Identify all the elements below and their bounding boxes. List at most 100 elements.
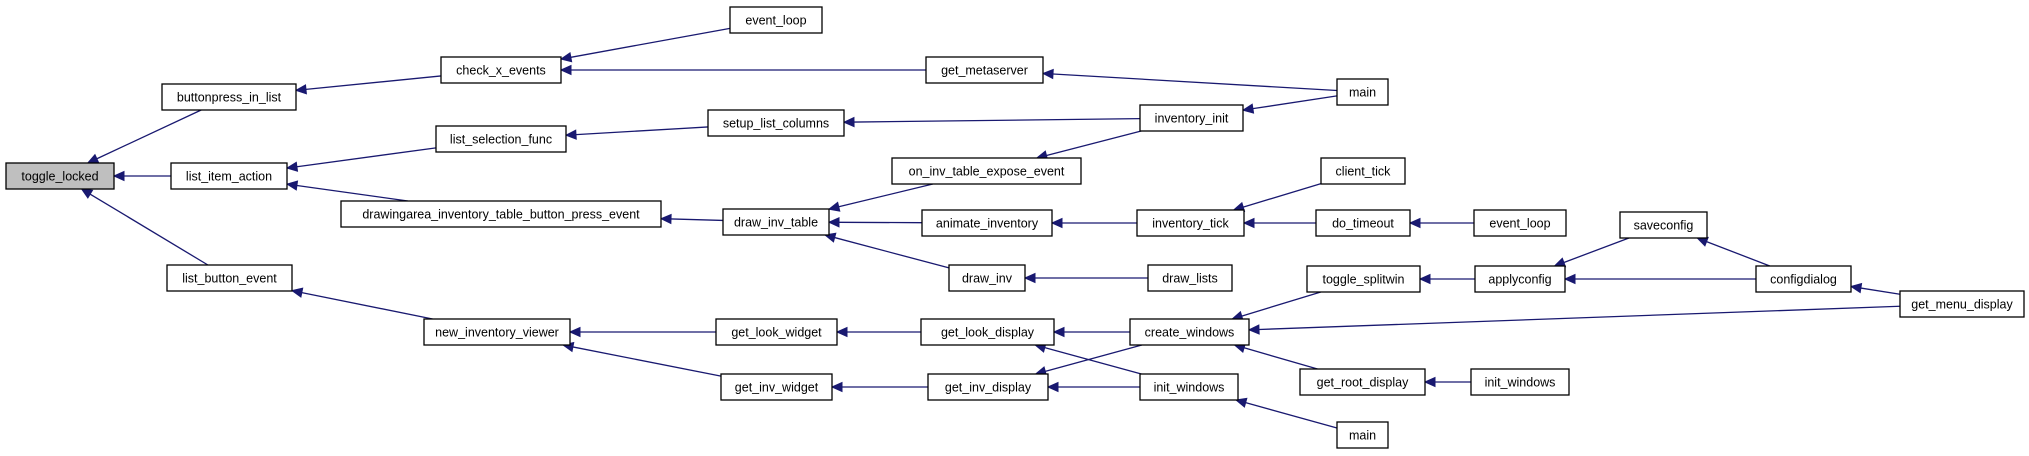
node-label: buttonpress_in_list [177, 91, 282, 105]
node-label: list_button_event [182, 272, 277, 286]
arrowhead-toggle_splitwin [1418, 273, 1431, 285]
node-box[interactable] [1619, 211, 1708, 239]
edge-draw_inv-to-draw_inv_table [834, 236, 950, 269]
node-box[interactable] [1336, 78, 1389, 106]
node-label: draw_lists [1162, 272, 1218, 286]
node-event_loop_2[interactable]: event_loop [1473, 209, 1567, 237]
node-box[interactable] [1139, 373, 1239, 401]
node-setup_list_columns[interactable]: setup_list_columns [707, 109, 845, 137]
node-draw_inv_table[interactable]: draw_inv_table [722, 208, 830, 236]
edge-buttonpress_in_list-to-toggle_locked [96, 109, 202, 160]
node-box[interactable] [440, 56, 562, 84]
node-label: get_inv_widget [735, 381, 819, 395]
node-box[interactable] [1299, 368, 1426, 396]
edge-toggle_splitwin-to-create_windows [1241, 291, 1322, 317]
node-box[interactable] [1306, 265, 1421, 293]
node-buttonpress_in_list[interactable]: buttonpress_in_list [161, 83, 297, 111]
node-box[interactable] [1473, 209, 1567, 237]
node-init_windows_2[interactable]: init_windows [1470, 368, 1570, 396]
arrowhead-get_look_widget [835, 326, 848, 338]
node-box[interactable] [948, 264, 1026, 292]
edge-drawingarea-to-list_item_action [296, 184, 409, 202]
node-create_windows[interactable]: create_windows [1129, 318, 1250, 346]
node-get_metaserver[interactable]: get_metaserver [925, 56, 1044, 84]
node-get_look_display[interactable]: get_look_display [920, 318, 1055, 346]
node-label: get_root_display [1317, 376, 1409, 390]
arrowhead-list_button_event [290, 287, 304, 298]
node-list_selection_func[interactable]: list_selection_func [435, 125, 567, 153]
node-box[interactable] [1470, 368, 1570, 396]
arrowhead-check_x_events [559, 52, 573, 63]
node-on_inv_table_expose_event[interactable]: on_inv_table_expose_event [891, 157, 1082, 185]
node-box[interactable] [921, 209, 1053, 237]
arrowhead-toggle_locked [112, 170, 125, 182]
node-box[interactable] [920, 318, 1055, 346]
edge-main_2-to-inventory_init [1252, 95, 1338, 110]
node-label: drawingarea_inventory_table_button_press… [362, 208, 640, 222]
node-box[interactable] [715, 318, 838, 346]
node-toggle_splitwin[interactable]: toggle_splitwin [1306, 265, 1421, 293]
node-get_inv_widget[interactable]: get_inv_widget [720, 373, 833, 401]
node-draw_lists[interactable]: draw_lists [1147, 264, 1233, 292]
node-box[interactable] [707, 109, 845, 137]
node-event_loop_1[interactable]: event_loop [729, 6, 823, 34]
node-list_item_action[interactable]: list_item_action [170, 162, 288, 190]
node-main_1[interactable]: main [1336, 421, 1389, 449]
arrowhead-create_windows [1247, 324, 1260, 335]
node-client_tick[interactable]: client_tick [1320, 157, 1406, 185]
node-label: animate_inventory [936, 217, 1039, 231]
node-configdialog[interactable]: configdialog [1755, 265, 1852, 293]
node-get_root_display[interactable]: get_root_display [1299, 368, 1426, 396]
node-box[interactable] [720, 373, 833, 401]
edge-configdialog-to-saveconfig [1706, 240, 1771, 267]
node-box[interactable] [1147, 264, 1233, 292]
node-box[interactable] [925, 56, 1044, 84]
node-box[interactable] [729, 6, 823, 34]
arrowhead-check_x_events [559, 64, 572, 76]
node-box[interactable] [423, 318, 571, 346]
node-label: main [1349, 429, 1376, 443]
node-list_button_event[interactable]: list_button_event [166, 264, 293, 292]
arrowhead-list_item_action [285, 161, 299, 172]
node-box[interactable] [435, 125, 567, 153]
node-animate_inventory[interactable]: animate_inventory [921, 209, 1053, 237]
node-box[interactable] [1139, 104, 1244, 132]
node-toggle_locked[interactable]: toggle_locked [5, 162, 115, 190]
node-box[interactable] [1136, 209, 1245, 237]
node-box[interactable] [1315, 209, 1411, 237]
node-new_inventory_viewer[interactable]: new_inventory_viewer [423, 318, 571, 346]
node-do_timeout[interactable]: do_timeout [1315, 209, 1411, 237]
node-applyconfig[interactable]: applyconfig [1474, 265, 1566, 293]
node-box[interactable] [1755, 265, 1852, 293]
edge-get_inv_widget-to-new_inventory_viewer [572, 346, 722, 377]
edge-get_root_display-to-create_windows [1243, 347, 1318, 370]
node-get_inv_display[interactable]: get_inv_display [927, 373, 1049, 401]
node-box[interactable] [1129, 318, 1250, 346]
node-draw_inv[interactable]: draw_inv [948, 264, 1026, 292]
node-box[interactable] [1474, 265, 1566, 293]
node-init_windows_1[interactable]: init_windows [1139, 373, 1239, 401]
node-get_menu_display[interactable]: get_menu_display [1899, 290, 2025, 318]
node-box[interactable] [5, 162, 115, 190]
node-box[interactable] [170, 162, 288, 190]
node-box[interactable] [1899, 290, 2025, 318]
node-box[interactable] [1320, 157, 1406, 185]
node-inventory_init[interactable]: inventory_init [1139, 104, 1244, 132]
node-box[interactable] [927, 373, 1049, 401]
node-get_look_widget[interactable]: get_look_widget [715, 318, 838, 346]
node-inventory_tick[interactable]: inventory_tick [1136, 209, 1245, 237]
edge-inventory_init-to-setup_list_columns [853, 117, 1141, 123]
node-drawingarea[interactable]: drawingarea_inventory_table_button_press… [340, 200, 662, 228]
node-box[interactable] [166, 264, 293, 292]
node-main_2[interactable]: main [1336, 78, 1389, 106]
node-saveconfig[interactable]: saveconfig [1619, 211, 1708, 239]
node-box[interactable] [722, 208, 830, 236]
node-box[interactable] [1336, 421, 1389, 449]
node-box[interactable] [340, 200, 662, 228]
node-box[interactable] [891, 157, 1082, 185]
node-label: on_inv_table_expose_event [909, 165, 1065, 179]
node-check_x_events[interactable]: check_x_events [440, 56, 562, 84]
node-box[interactable] [161, 83, 297, 111]
node-label: draw_inv [962, 272, 1013, 286]
arrowhead-configdialog [1849, 282, 1863, 294]
